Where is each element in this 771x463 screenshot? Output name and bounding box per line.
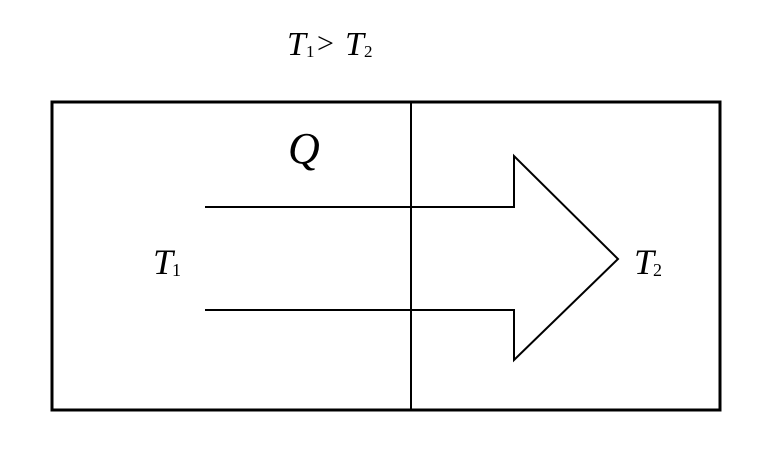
right-temperature-label: T 2 [634,242,662,282]
left-temperature-label: T 1 [153,242,181,282]
outer-box [50,100,722,412]
heat-label: Q [288,124,320,173]
right-temperature-subscript: 2 [653,260,662,280]
condition-operator: > [317,27,334,60]
condition-t2-symbol: T [345,26,366,63]
heat-flow-arrow [205,153,620,363]
left-temperature-symbol: T [153,242,176,282]
temperature-condition: T 1 > T 2 [287,26,373,63]
left-temperature-subscript: 1 [172,260,181,280]
condition-t1-symbol: T [287,26,308,63]
condition-t1-subscript: 1 [306,42,315,61]
right-temperature-symbol: T [634,242,657,282]
condition-t2-subscript: 2 [364,42,373,61]
